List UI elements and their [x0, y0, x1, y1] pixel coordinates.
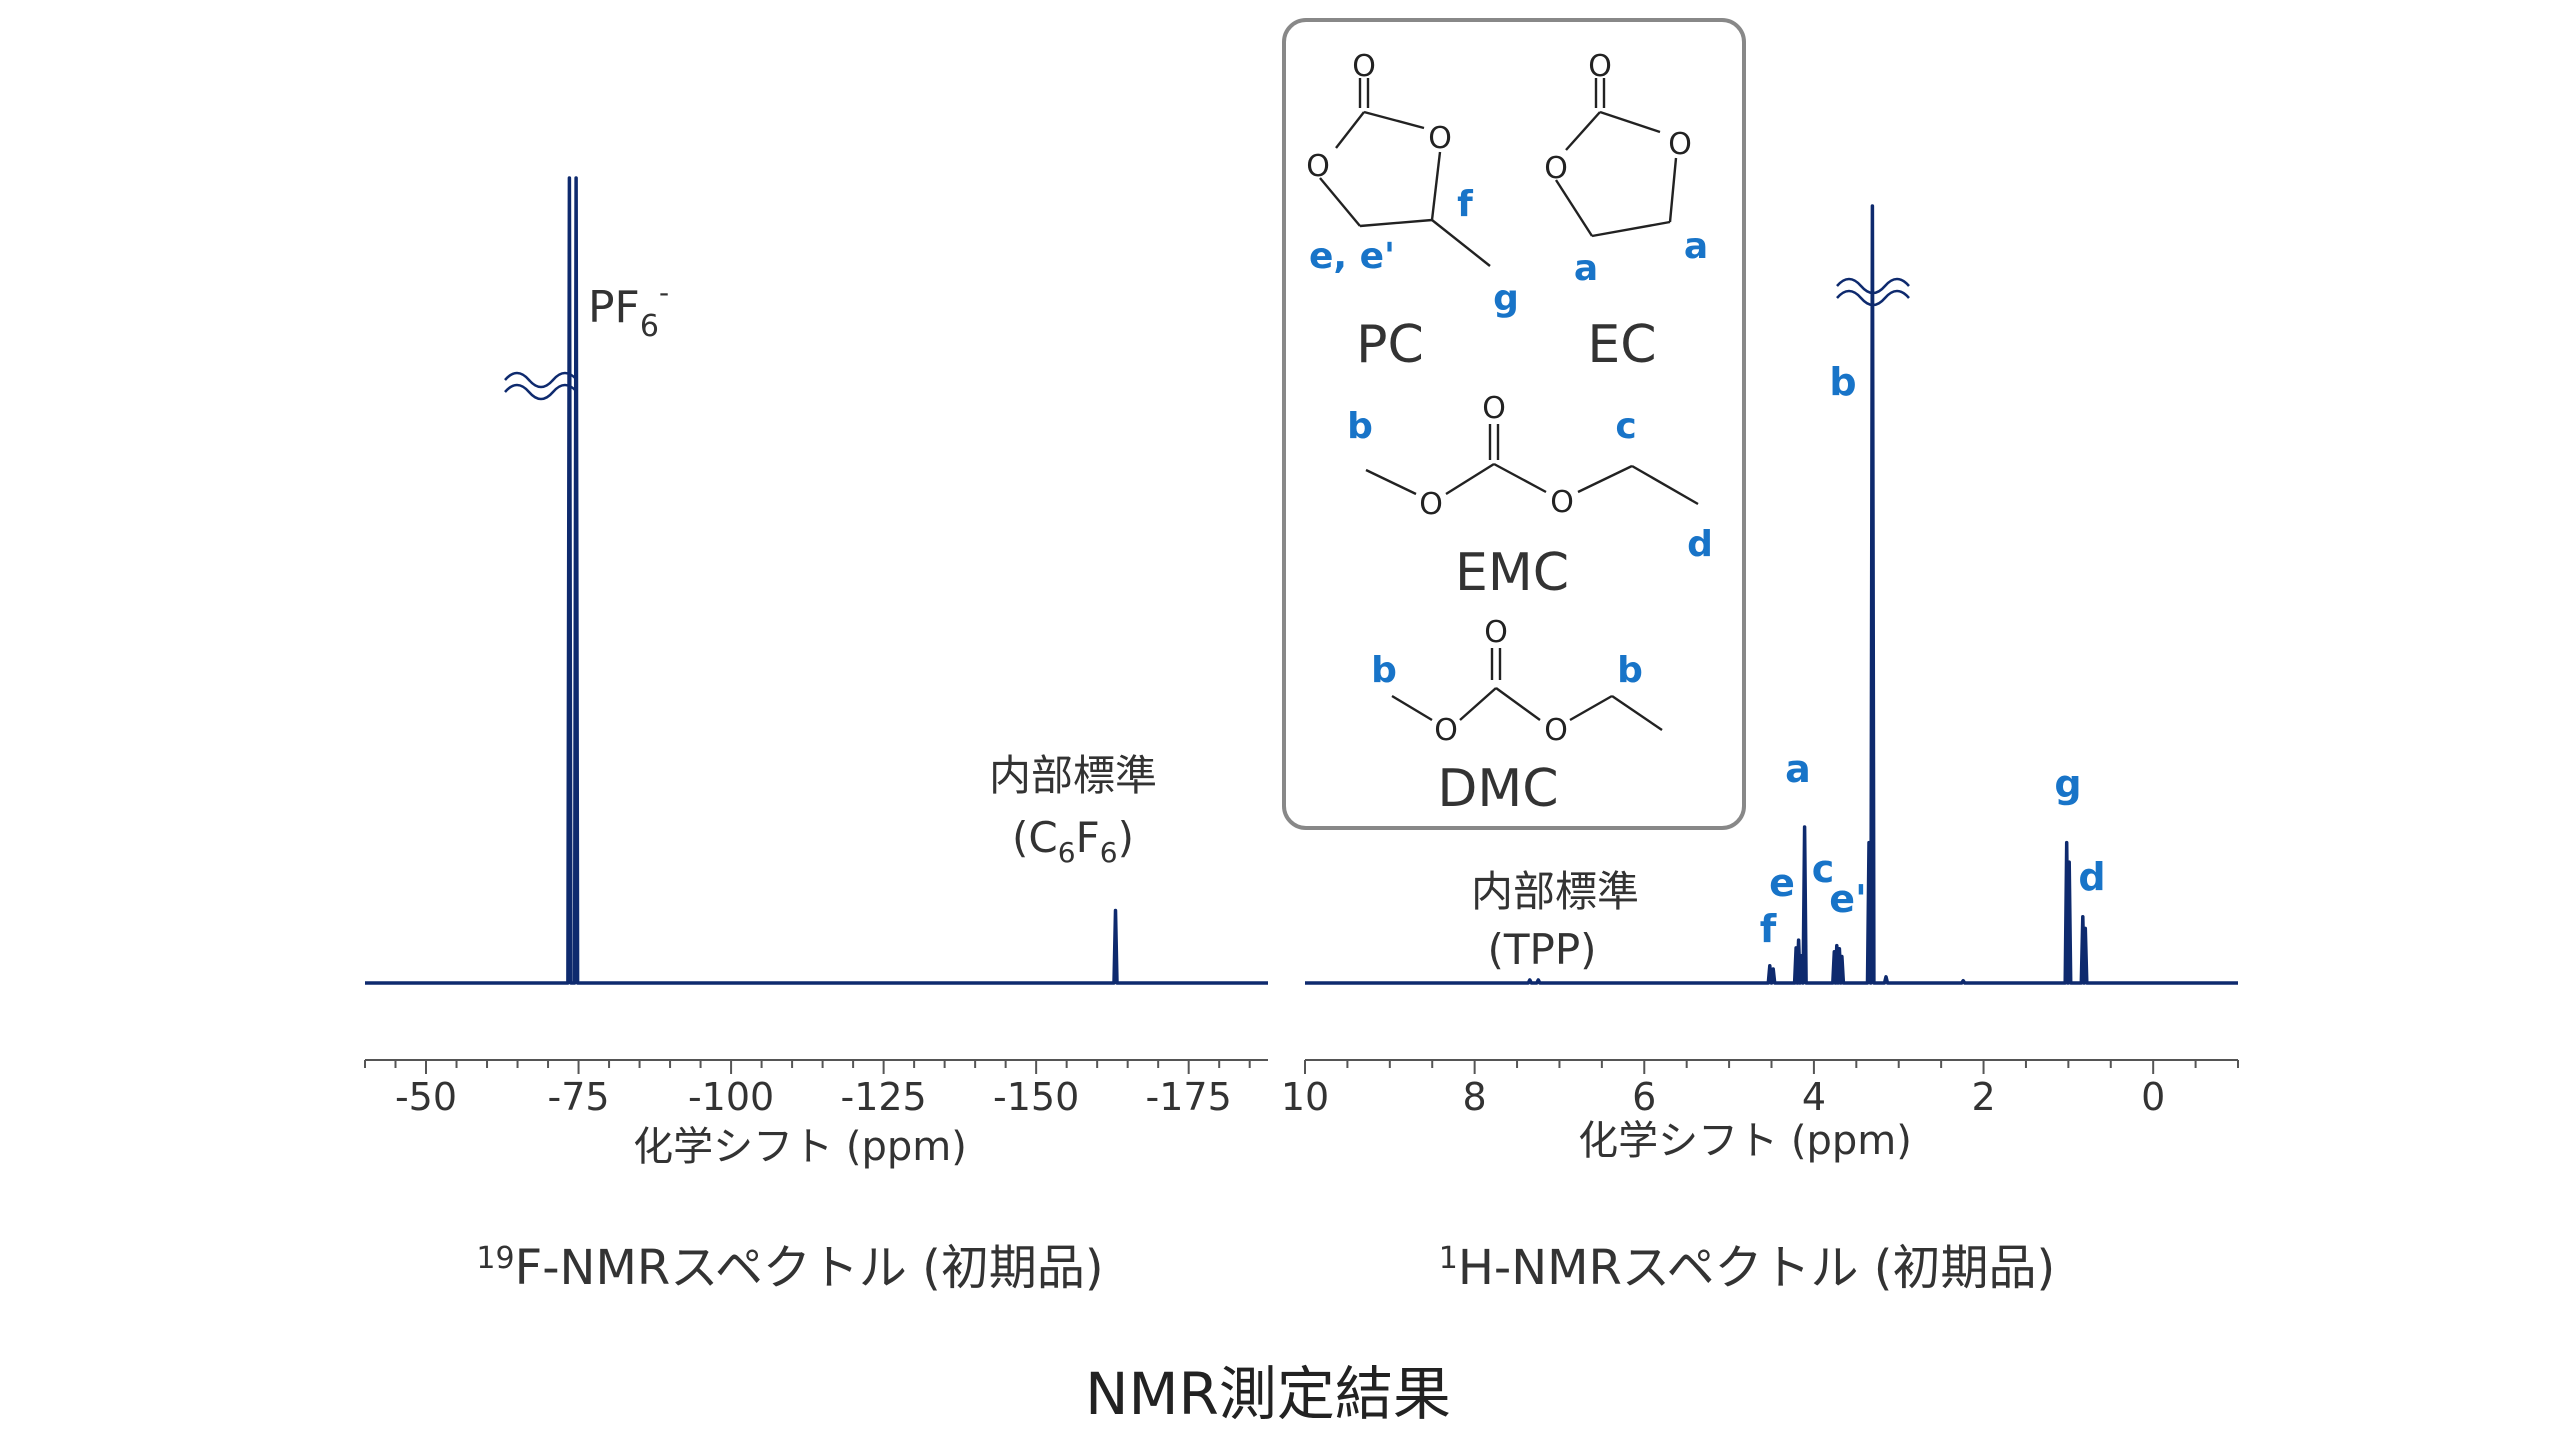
- f19-nmr-chart: -50-75-100-125-150-175 化学シフト (ppm) PF6- …: [364, 176, 1268, 1296]
- ec-label-a-left: a: [1574, 248, 1598, 289]
- svg-text:O: O: [1352, 49, 1376, 84]
- emc-label-b: b: [1347, 406, 1373, 447]
- h1-nmr-chart: 10 8 6 4 2 0 化学シフト (ppm) a b c d e e' f g 内部標…: [1281, 204, 2239, 1296]
- pc-name: PC: [1356, 315, 1424, 375]
- tpp-compound: (TPP): [1487, 925, 1596, 974]
- pc-structure: O O O f e, e' g PC: [1306, 49, 1519, 375]
- peak-label-e-prime: e': [1829, 877, 1866, 921]
- svg-text:O: O: [1484, 615, 1508, 650]
- pf6-annotation: PF6-: [588, 276, 669, 344]
- svg-text:O: O: [1428, 121, 1452, 156]
- svg-text:O: O: [1550, 485, 1574, 520]
- x-tick-label: 10: [1281, 1075, 1329, 1119]
- x-tick-label: -100: [688, 1075, 774, 1119]
- pc-label-e: e, e': [1309, 236, 1395, 277]
- h1-spectrum-line: [1305, 204, 2238, 985]
- svg-text:O: O: [1544, 713, 1568, 748]
- x-tick-label: -175: [1146, 1075, 1232, 1119]
- peak-label-a: a: [1785, 747, 1811, 791]
- f19-chart-title: 19F-NMRスペクトル (初期品): [476, 1240, 1103, 1296]
- pc-label-f: f: [1457, 184, 1473, 225]
- svg-text:O: O: [1419, 487, 1443, 522]
- svg-text:O: O: [1588, 49, 1612, 84]
- peak-label-f: f: [1760, 907, 1777, 951]
- molecule-structures-panel: O O O f e, e' g PC O O O a a EC: [1282, 18, 1746, 830]
- x-tick-label: 8: [1463, 1075, 1487, 1119]
- dmc-label-b-right: b: [1617, 650, 1643, 691]
- dmc-structure: O O O b b DMC: [1371, 615, 1663, 819]
- svg-text:O: O: [1544, 151, 1568, 186]
- dmc-name: DMC: [1437, 759, 1558, 819]
- x-tick-label: -75: [548, 1075, 610, 1119]
- peak-label-d: d: [2078, 855, 2105, 899]
- peak-label-e: e: [1769, 861, 1795, 905]
- svg-text:O: O: [1668, 127, 1692, 162]
- dmc-label-b-left: b: [1371, 650, 1397, 691]
- x-tick-label: -150: [993, 1075, 1079, 1119]
- emc-structure: O O O b c d EMC: [1347, 391, 1713, 603]
- tpp-internal-std-label: 内部標準: [1471, 867, 1639, 916]
- h1-axis-break-mark: [1836, 277, 1910, 307]
- f19-spectrum-line: [365, 176, 1268, 985]
- h1-x-axis-label: 化学シフト (ppm): [1578, 1118, 1912, 1164]
- f19-axis-break-mark: [504, 371, 578, 401]
- h1-chart-title: 1H-NMRスペクトル (初期品): [1439, 1240, 2056, 1296]
- peak-label-c: c: [1812, 847, 1835, 891]
- x-tick-label: 4: [1802, 1075, 1826, 1119]
- svg-text:O: O: [1434, 713, 1458, 748]
- x-tick-label: 2: [1971, 1075, 1995, 1119]
- svg-text:O: O: [1306, 149, 1330, 184]
- ec-name: EC: [1587, 315, 1656, 375]
- internal-std-label: 内部標準: [989, 751, 1157, 800]
- peak-label-b: b: [1829, 360, 1856, 404]
- peak-label-g: g: [2054, 762, 2081, 806]
- x-tick-label: -50: [395, 1075, 457, 1119]
- ec-structure: O O O a a EC: [1544, 49, 1708, 375]
- emc-label-c: c: [1615, 406, 1636, 447]
- pc-label-g: g: [1493, 278, 1519, 319]
- x-tick-label: 6: [1632, 1075, 1656, 1119]
- internal-std-compound: (C6F6): [1012, 813, 1134, 869]
- figure-caption: NMR測定結果: [1085, 1360, 1451, 1428]
- x-tick-label: 0: [2141, 1075, 2165, 1119]
- ec-label-a-right: a: [1684, 226, 1708, 267]
- svg-text:O: O: [1482, 391, 1506, 426]
- f19-x-axis-label: 化学シフト (ppm): [633, 1124, 967, 1170]
- emc-name: EMC: [1455, 543, 1569, 603]
- x-tick-label: -125: [840, 1075, 926, 1119]
- emc-label-d: d: [1687, 524, 1713, 565]
